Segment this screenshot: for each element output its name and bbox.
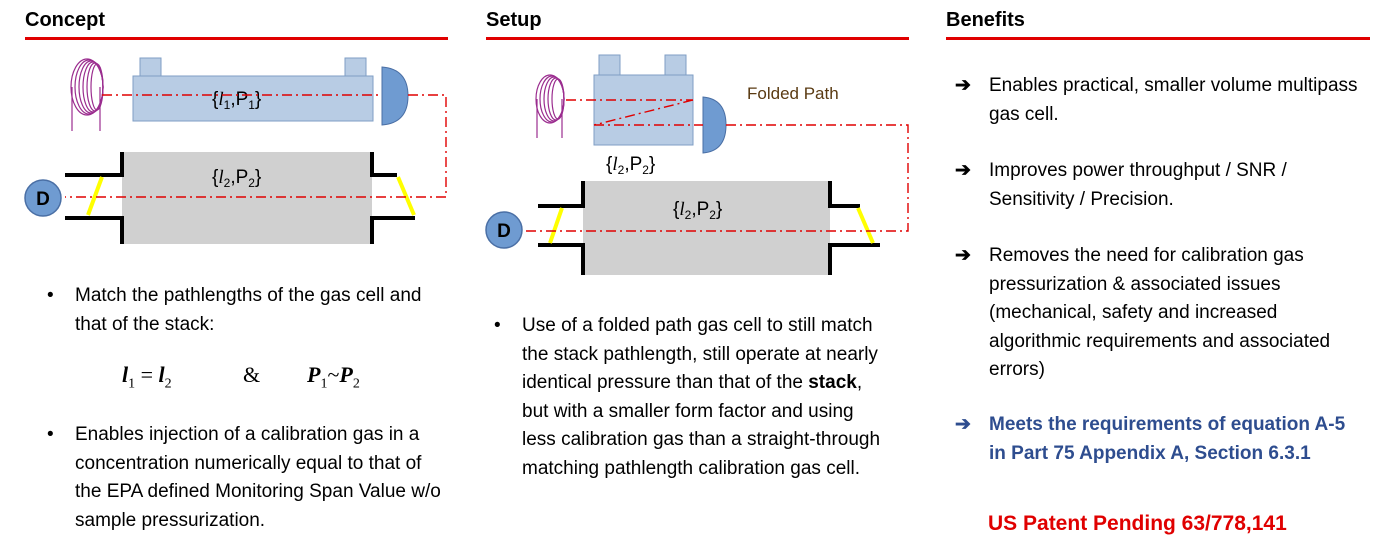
patent-notice: US Patent Pending 63/778,141	[988, 512, 1287, 535]
benefits-rule	[946, 37, 1370, 40]
detector-icon	[485, 211, 523, 249]
bullet-dot: •	[494, 315, 501, 336]
concept-title: Concept	[25, 9, 105, 31]
arrow-right-icon: ➔	[955, 75, 971, 96]
detector-label: D	[497, 221, 511, 242]
benefit-text: Enables practical, smaller volume multip…	[989, 75, 1358, 125]
gas-cell	[139, 57, 162, 77]
left-window	[86, 176, 104, 216]
gas-cell-body	[132, 75, 374, 122]
folded-cell	[593, 74, 694, 146]
equation-l: l1 = l2	[122, 362, 172, 392]
setup-diagram: Folded Path {l2,P2} {l2,P2} D	[485, 54, 909, 275]
bullet-dot: •	[47, 424, 54, 445]
equation-p: P1~P2	[307, 362, 360, 392]
right-window	[396, 176, 416, 216]
right-window	[856, 207, 875, 244]
stack-right-flange	[370, 152, 397, 177]
beam-path	[65, 94, 447, 198]
concept-bullet-2-text: Enables injection of a calibration gas i…	[75, 424, 441, 531]
detector-label: D	[36, 189, 50, 210]
laser-coil-icon	[70, 58, 104, 131]
left-window	[548, 207, 564, 244]
detector-icon	[24, 179, 62, 217]
setup-title: Setup	[486, 9, 542, 31]
stack-left-flange	[65, 152, 124, 177]
beam-path	[522, 124, 909, 232]
setup-rule	[486, 37, 909, 40]
mirror-icon	[702, 96, 727, 154]
stack-body	[583, 181, 830, 275]
concept-bullet-1-text: Match the pathlengths of the gas cell an…	[75, 285, 422, 335]
bullet-dot: •	[47, 285, 54, 306]
concept-rule	[25, 37, 448, 40]
folded-cell-port	[664, 54, 687, 76]
arrow-right-icon: ➔	[955, 160, 971, 181]
gas-cell-port	[344, 57, 367, 77]
setup-bullet-1-text: Use of a folded path gas cell to still m…	[522, 315, 881, 479]
benefit-text: Meets the requirements of equation A-5 i…	[989, 414, 1346, 464]
arrow-right-icon: ➔	[955, 245, 971, 266]
stack-body	[122, 152, 372, 244]
benefit-text: Removes the need for calibration gas pre…	[989, 245, 1331, 380]
arrow-right-icon: ➔	[955, 414, 971, 435]
concept-diagram: {l1,P1} {l2,P2} D	[24, 57, 447, 244]
cell-label: {l2,P2}	[606, 154, 655, 177]
mirror-icon	[381, 66, 409, 126]
folded-beam	[566, 99, 703, 126]
folded-cell-port	[598, 54, 621, 76]
benefits-title: Benefits	[946, 9, 1025, 31]
benefit-text: Improves power throughput / SNR / Sensit…	[989, 160, 1287, 210]
equation-amp: &	[243, 362, 261, 387]
laser-coil-icon	[535, 74, 565, 138]
folded-path-label: Folded Path	[747, 84, 839, 103]
